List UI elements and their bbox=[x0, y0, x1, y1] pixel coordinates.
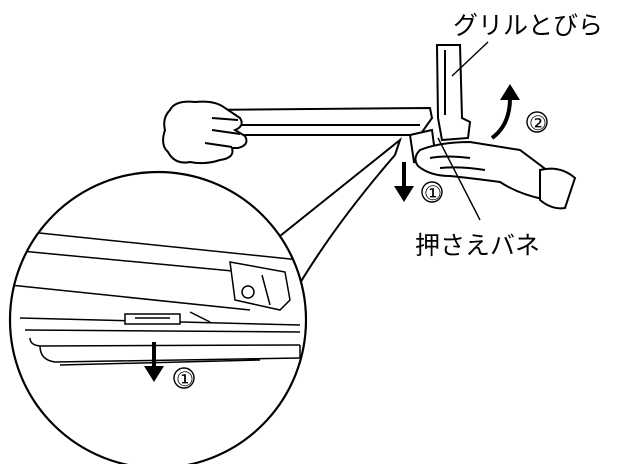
arrow-down-icon bbox=[144, 342, 164, 382]
zoom-detail: ① bbox=[8, 137, 403, 464]
step-1-label-group: ① bbox=[421, 181, 443, 205]
grill-door-leader-line bbox=[451, 41, 489, 77]
right-hand bbox=[414, 140, 577, 210]
step-2-label: ② bbox=[529, 111, 547, 135]
grill-door-label: グリルとびら bbox=[453, 11, 603, 40]
step-2-label-group: ② bbox=[526, 111, 548, 135]
step-1-zoom-label-group: ① bbox=[173, 367, 195, 391]
zoom-connector bbox=[274, 137, 403, 301]
step-1-zoom-label: ① bbox=[176, 367, 194, 391]
left-hand bbox=[162, 100, 248, 165]
arrow-down-icon bbox=[394, 162, 414, 202]
pressure-spring-label: 押さえバネ bbox=[415, 231, 540, 260]
step-1-label: ① bbox=[424, 181, 442, 205]
spring-leader-line bbox=[437, 137, 481, 221]
curved-arrow-up-icon bbox=[490, 84, 520, 140]
